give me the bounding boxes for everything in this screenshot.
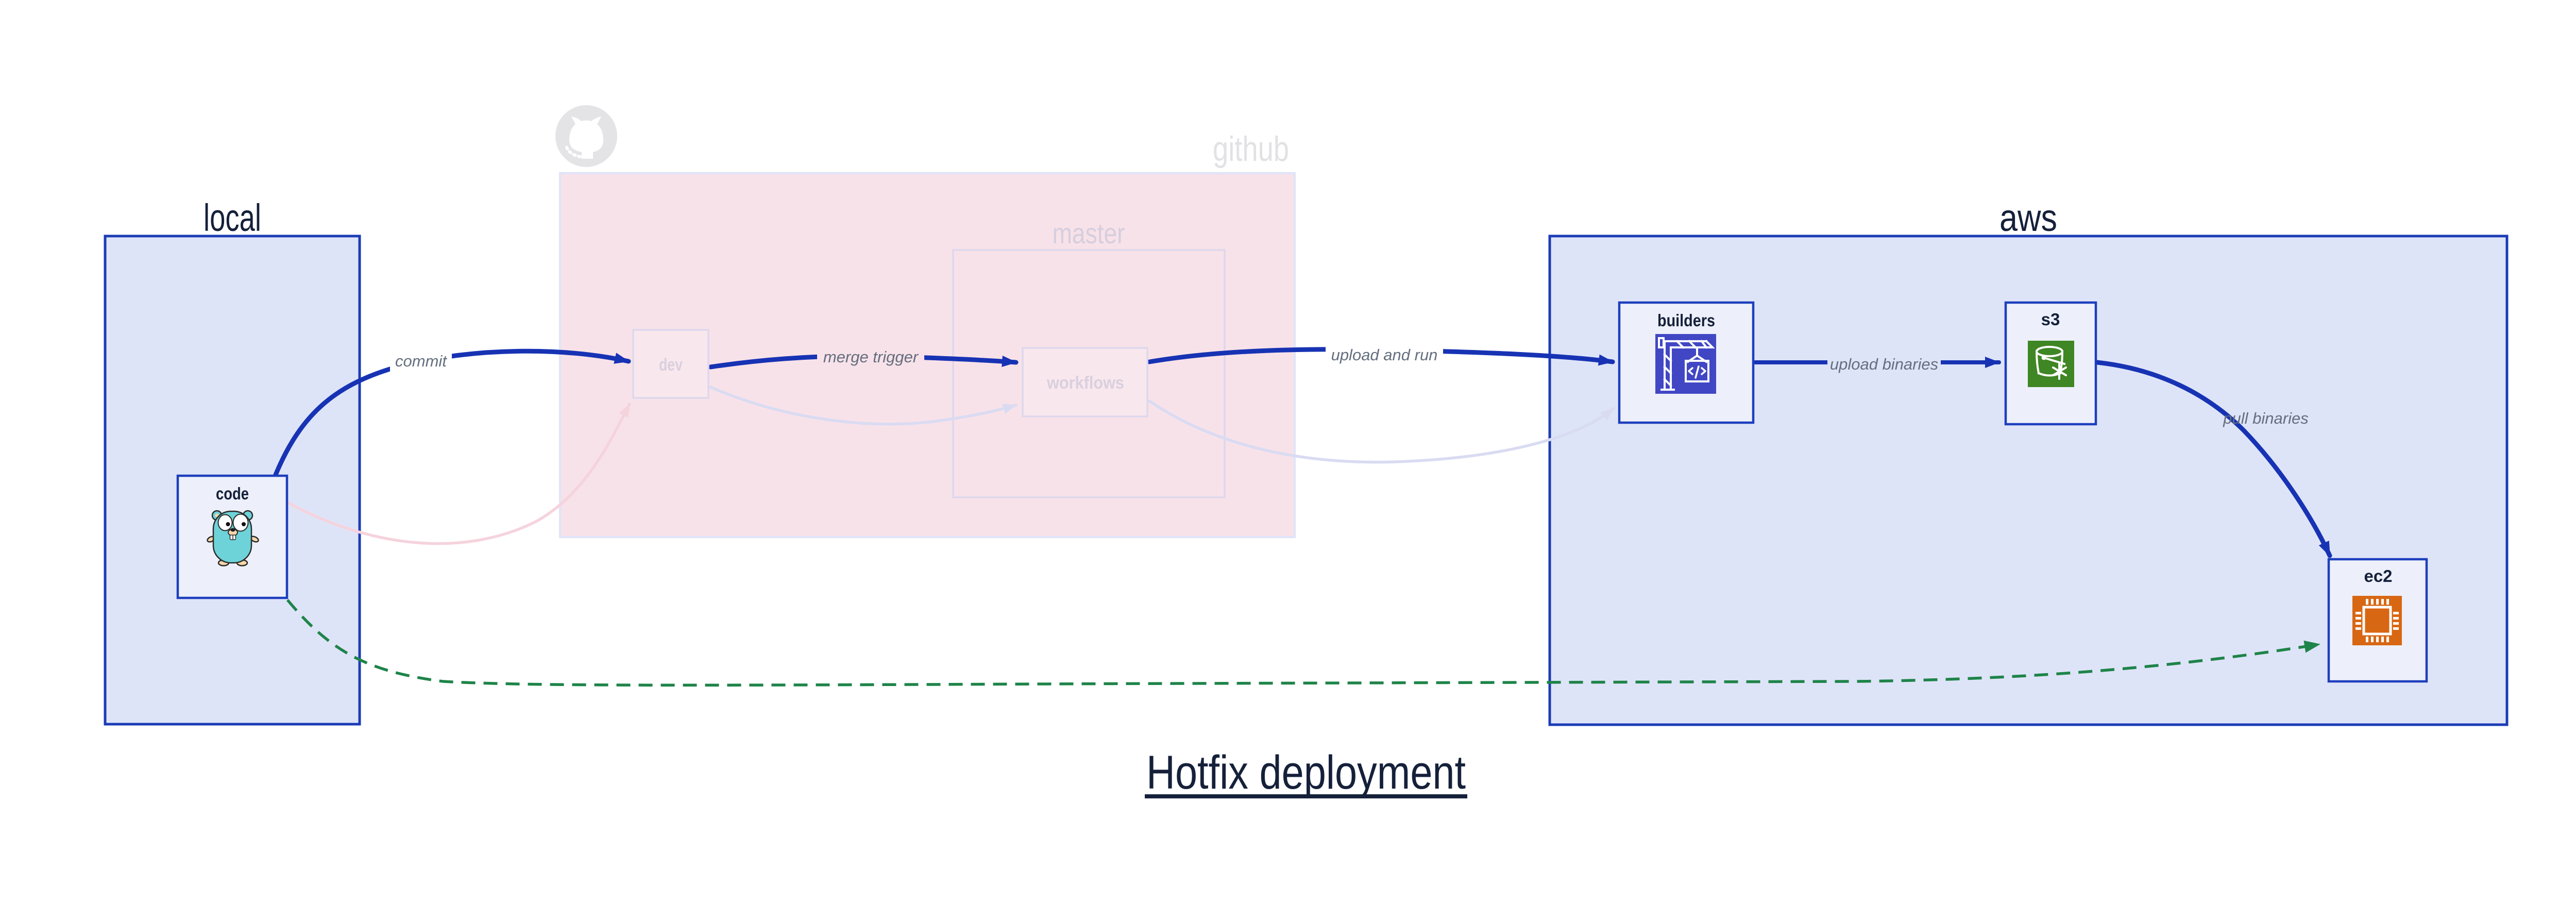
workflows-node-label: workflows — [1046, 373, 1124, 393]
upload-binaries-label-bg — [1827, 352, 1941, 375]
dev-node-box — [632, 329, 709, 399]
snowflake-glyph — [2052, 363, 2067, 380]
node-code: code — [176, 474, 289, 599]
local-group-label: local — [204, 196, 261, 239]
pull-binaries-edge-label: pull binaries — [2223, 409, 2308, 427]
upload-binaries-edge-label: upload binaries — [1830, 355, 1938, 373]
upload-and-run-label-bg — [1326, 343, 1443, 366]
edge-pull-binaries — [2094, 360, 2332, 558]
dev-node-label: dev — [659, 355, 683, 375]
edge-dev-to-workflows-secondary — [709, 386, 1018, 426]
master-group-box — [952, 249, 1226, 498]
upload-and-run-edge-label: upload and run — [1331, 346, 1438, 364]
node-s3: s3 — [2004, 301, 2097, 426]
ec2-chip-icon — [2352, 596, 2402, 645]
title-underline — [1145, 794, 1467, 798]
merge-trigger-edge-label: merge trigger — [823, 348, 919, 366]
diagram-title: Hotfix deployment — [1145, 746, 1467, 799]
edge-workflows-to-builders-secondary — [1148, 399, 1615, 464]
s3-node-label: s3 — [2041, 310, 2060, 329]
github-group-label: github — [1213, 129, 1289, 169]
s3-bucket-icon — [2028, 341, 2074, 387]
gopher-icon — [207, 510, 259, 566]
commit-edge-label: commit — [395, 352, 447, 370]
edge-labels: commit merge trigger upload and run uplo… — [390, 343, 2309, 427]
title-text: Hotfix deployment — [1146, 746, 1466, 799]
node-workflows: workflows — [1022, 347, 1148, 417]
github-octocat-icon — [555, 105, 617, 167]
builders-node-label: builders — [1657, 311, 1715, 330]
group-github: github master — [555, 105, 1296, 538]
edge-code-to-ec2-hotfix — [286, 599, 2320, 687]
edge-code-to-dev-secondary — [286, 403, 631, 545]
ec2-node-label: ec2 — [2364, 566, 2392, 586]
code-node-label: code — [216, 484, 249, 503]
merge-trigger-label-bg — [817, 345, 924, 368]
code-brackets-glyph — [1688, 365, 1706, 379]
node-builders: builders — [1618, 301, 1755, 424]
node-ec2: ec2 — [2327, 558, 2428, 683]
workflows-node-box — [1022, 347, 1148, 417]
node-dev: dev — [632, 329, 709, 399]
commit-label-bg — [390, 349, 452, 372]
codebuild-crane-icon — [1655, 334, 1716, 394]
master-group-label: master — [1053, 217, 1125, 249]
aws-group-label: aws — [1999, 196, 2057, 239]
chip-pins — [2355, 599, 2399, 642]
group-local: local — [104, 196, 361, 726]
